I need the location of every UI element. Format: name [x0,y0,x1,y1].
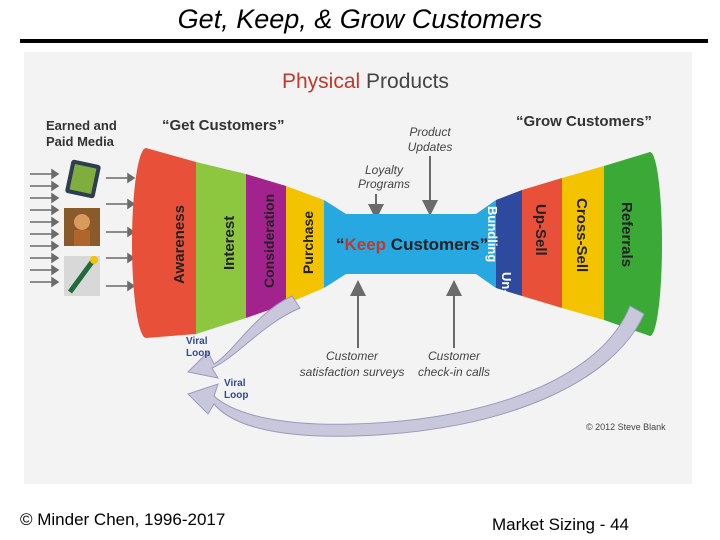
media-celebration-image [64,256,100,296]
checkin-line2: check-in calls [418,365,490,379]
satisfaction-line1: Customer [326,349,379,363]
keep-customers-band [324,200,496,288]
stage-upsell: Up-Sell [532,204,549,256]
viral-loop-1-line2: Loop [186,348,210,359]
earned-media-line1: Earned and [46,118,117,133]
crosssell-band [562,166,604,320]
media-people-image [64,208,100,246]
loyalty-programs-line2: Programs [358,177,410,191]
slide-title: Get, Keep, & Grow Customers [177,4,543,34]
footer-page-label: Market Sizing - 44 [492,515,629,534]
media-input-arrows [30,168,136,292]
keep-word: Keep [345,235,387,254]
loyalty-programs-line1: Loyalty [365,163,404,177]
diagram-title: Physical Products [282,70,449,93]
get-funnel [132,148,324,338]
referrals-band [604,152,650,336]
stage-unbundling-line1: Un- [499,272,514,294]
media-device-image [65,159,101,199]
get-customers-text: “Get Customers” [162,117,285,134]
interest-band [196,162,246,334]
product-updates-line1: Product [409,125,451,139]
satisfaction-line2: satisfaction surveys [300,365,405,379]
keep-customers-label: “Keep Customers” [336,235,488,254]
stage-referrals: Referrals [618,202,635,267]
footer-copyright: © Minder Chen, 1996-2017 [20,510,226,529]
consideration-band [246,174,286,318]
grow-customers-label: “Grow Customers” [516,113,652,130]
diagram-title-rest: Products [360,70,449,93]
stage-purchase: Purchase [300,211,316,274]
viral-loop-2-line1: Viral [224,378,246,389]
viral-loop-arrow-2 [187,305,645,437]
diagram-copyright: © 2012 Steve Blank [586,422,666,432]
unbundling-band [496,190,522,296]
stage-unbundling-line2: Bundling [485,206,500,262]
viral-loop-1-line1: Viral [186,336,208,347]
stage-interest: Interest [221,216,238,270]
stage-crosssell: Cross-Sell [573,198,590,272]
title-divider [20,39,708,43]
checkin-line1: Customer [428,349,481,363]
funnel-diagram: Physical Products Earned and Paid Media … [24,52,692,484]
viral-loop-arrow-1 [186,295,301,379]
viral-loop-2-line2: Loop [224,390,248,401]
get-customers-label: “Get Customers” [162,117,285,134]
awareness-mouth [132,148,160,338]
referrals-mouth [638,152,662,336]
diagram-title-accent: Physical [282,70,360,93]
stage-awareness: Awareness [171,205,188,284]
keep-rest: Customers” [386,235,488,254]
purchase-band [286,186,324,304]
stage-consideration: Consideration [261,194,277,288]
product-updates-line2: Updates [408,140,453,154]
awareness-band [146,148,196,338]
grow-funnel [496,152,662,336]
keep-open-quote: “ [336,235,345,254]
upsell-band [522,178,562,308]
earned-media-line2: Paid Media [46,134,115,149]
